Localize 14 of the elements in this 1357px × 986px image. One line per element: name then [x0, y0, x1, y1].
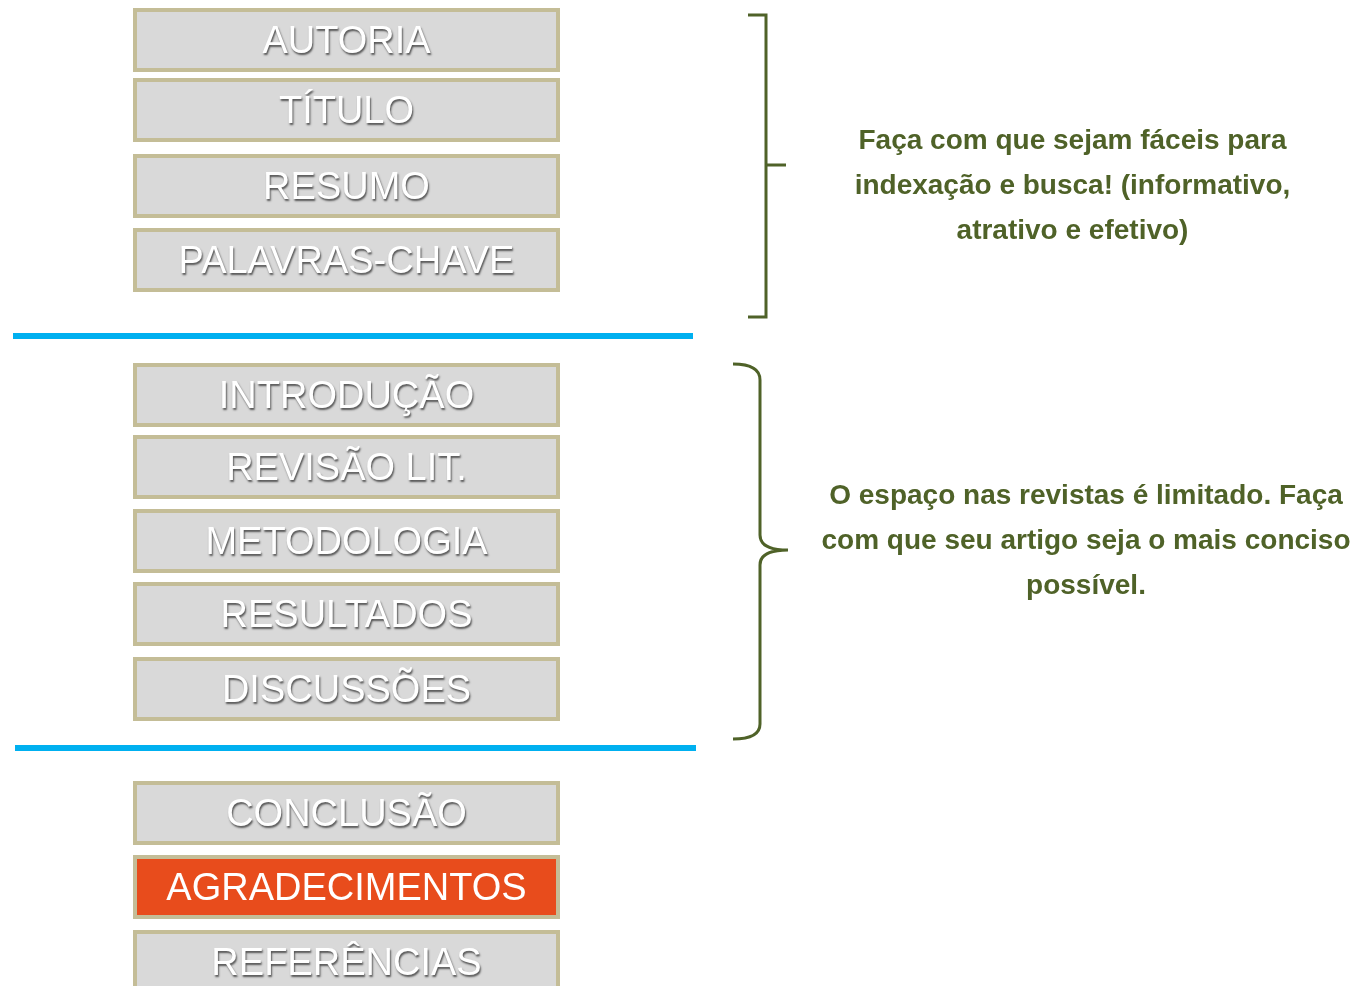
section-box: RESULTADOS	[133, 582, 560, 646]
section-box: METODOLOGIA	[133, 509, 560, 573]
section-box: DISCUSSÕES	[133, 657, 560, 721]
section-box: REFERÊNCIAS	[133, 930, 560, 986]
section-box: REVISÃO LIT.	[133, 435, 560, 499]
section-box: CONCLUSÃO	[133, 781, 560, 845]
note-text: O espaço nas revistas é limitado. Faça com que seu artigo seja o mais conciso possível.	[820, 478, 1352, 602]
section-box: INTRODUÇÃO	[133, 363, 560, 427]
section-box: AUTORIA	[133, 8, 560, 72]
section-box: TÍTULO	[133, 78, 560, 142]
section-box: PALAVRAS-CHAVE	[133, 228, 560, 292]
section-box: AGRADECIMENTOS	[133, 855, 560, 919]
section-box: RESUMO	[133, 154, 560, 218]
note-text: Faça com que sejam fáceis para indexação e busca! (informativo, atrativo e efetivo)	[853, 123, 1292, 247]
